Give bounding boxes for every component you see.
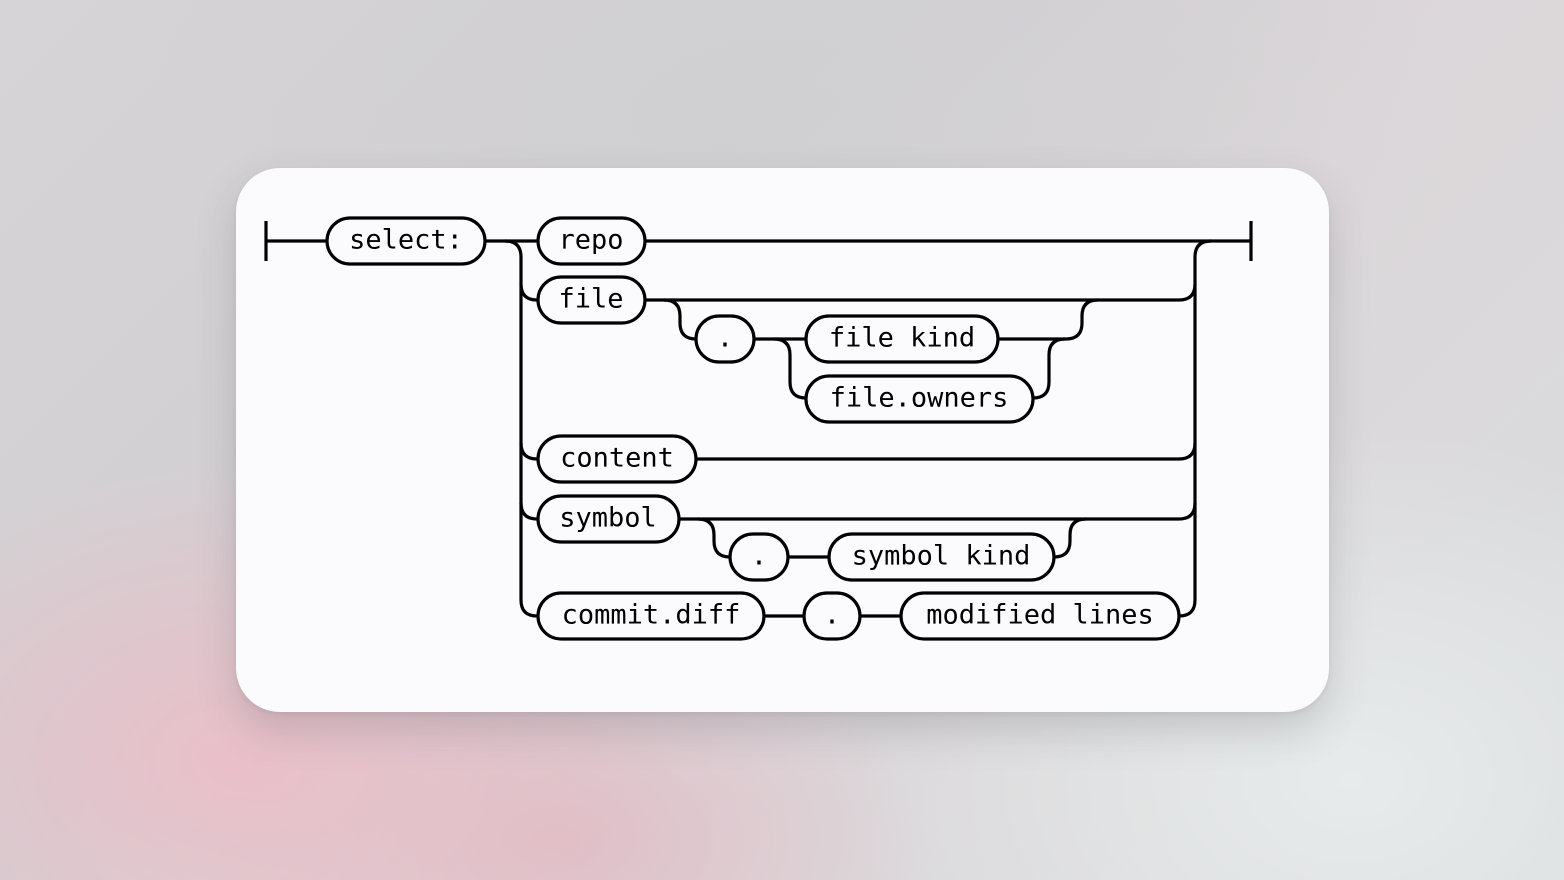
terminal-modified-lines-label: modified lines [926,600,1154,631]
terminal-content-label: content [560,443,674,474]
terminal-file-kind: file kind [804,314,1000,364]
terminal-select: select: [325,216,487,266]
terminal-content: content [536,434,698,484]
branch-left-file [519,283,538,302]
terminal-symbol-label: symbol [559,503,657,534]
wire-file-owners-in [773,337,807,400]
terminal-repo: repo [536,216,647,266]
terminal-file-kind-label: file kind [829,323,975,354]
terminal-file-label: file [558,284,623,315]
branch-right-content [1178,442,1197,461]
wire-file-owners-out [1032,337,1066,400]
terminal-symbol-dot-label: . [751,541,767,572]
branch-left-spine [504,239,538,618]
wire-file-optional-in [663,298,697,341]
terminal-repo-label: repo [558,225,623,256]
terminal-symbol-kind: symbol kind [827,532,1056,582]
wire-symbol-optional-out [1053,517,1087,559]
branch-left-symbol [519,502,538,521]
terminal-file-owners-label: file.owners [830,383,1009,414]
terminal-commit-diff-label: commit.diff [562,600,741,631]
terminal-commit-diff: commit.diff [536,591,766,641]
wire-symbol-optional-in [697,517,731,559]
terminal-commit-dot-label: . [824,600,840,631]
terminal-file-dot: . [694,314,756,364]
branch-right-file [1178,283,1197,302]
terminal-symbol-dot: . [728,532,790,582]
branch-left-content [519,442,538,461]
wire-file-optional-out [1065,298,1099,341]
terminal-file-owners: file.owners [804,374,1035,424]
terminal-symbol-kind-label: symbol kind [852,541,1031,572]
terminal-commit-dot: . [802,591,862,641]
terminal-file: file [536,275,647,325]
terminal-symbol: symbol [536,494,681,544]
terminal-file-dot-label: . [717,323,733,354]
branch-right-symbol [1178,502,1197,521]
terminal-select-label: select: [349,225,463,256]
diagram-wires [264,221,1253,618]
branch-right-spine [1178,239,1212,618]
terminal-modified-lines: modified lines [899,591,1181,641]
